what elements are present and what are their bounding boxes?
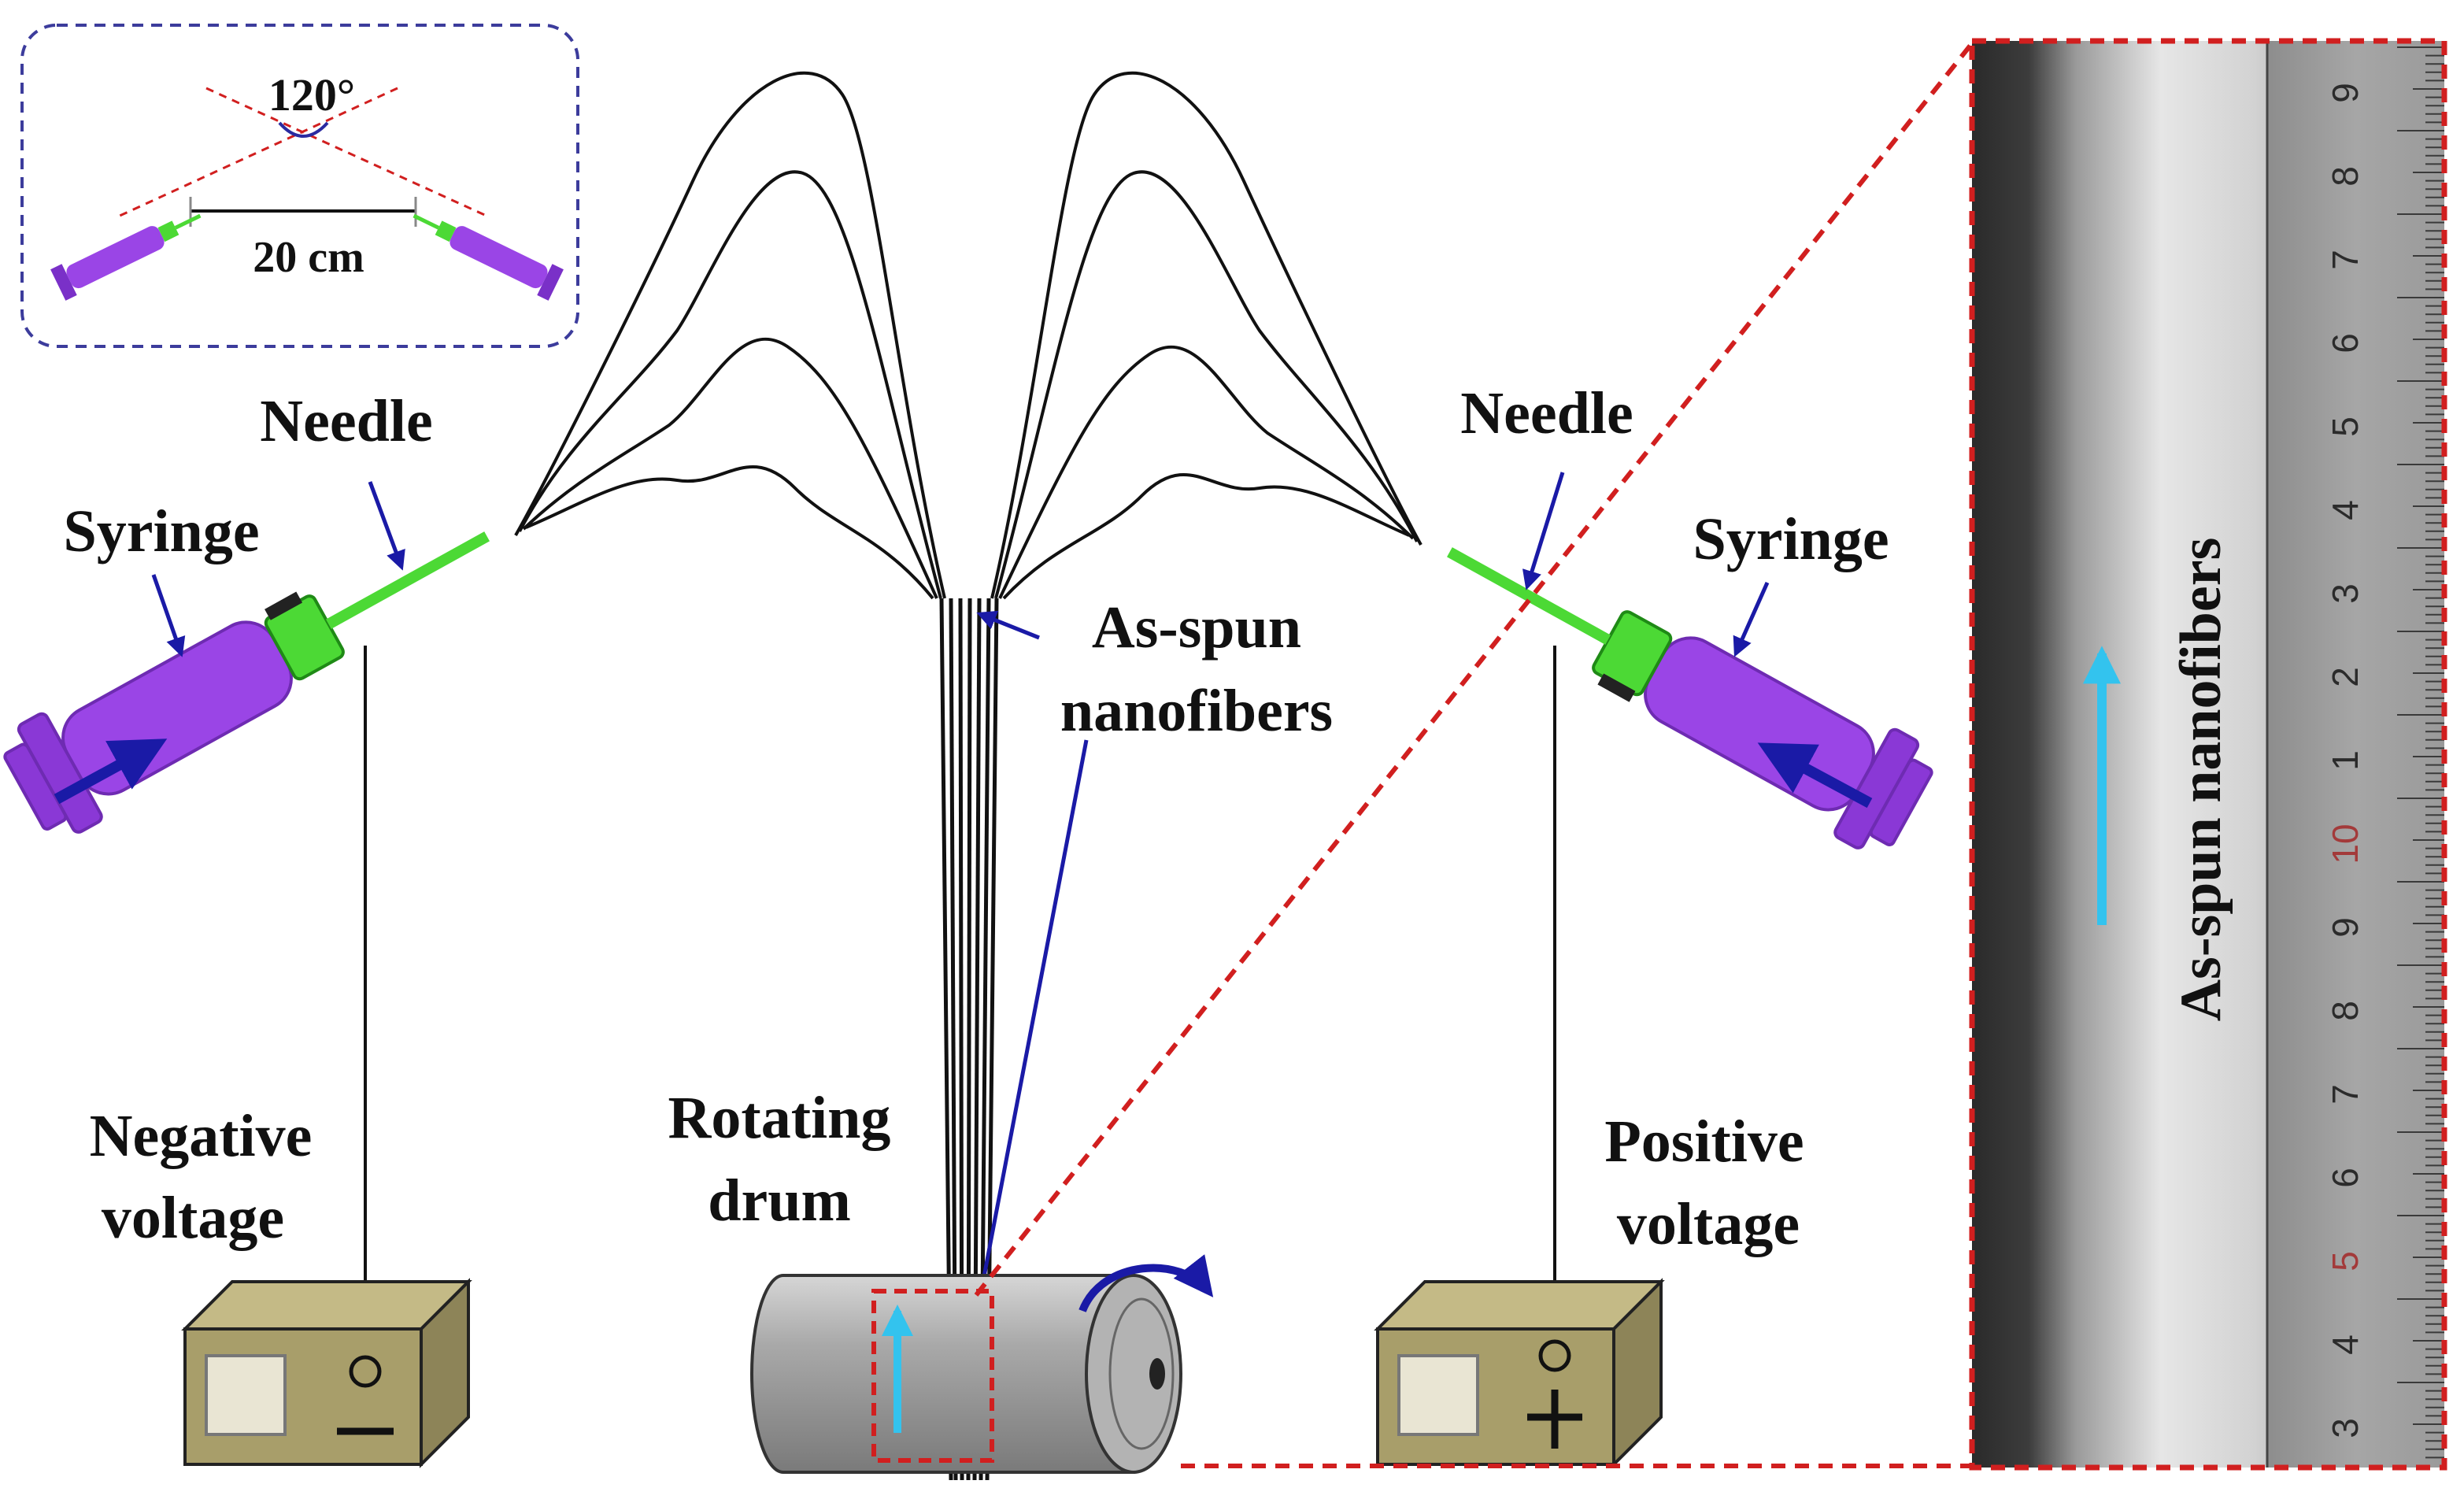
syringe-right-label: Syringe xyxy=(1693,506,1889,572)
inset-distance-label: 20 cm xyxy=(253,233,364,282)
needle-left-label: Needle xyxy=(260,388,432,454)
fiber-photo-panel: 9 8 7 6 5 4 3 2 1 10 9 8 7 6 5 4 3 As-spun nanofibers xyxy=(1969,38,2447,1471)
needle-left-arrow-icon xyxy=(368,481,405,571)
ruler-number: 8 xyxy=(2325,1001,2366,1021)
ruler-number: 9 xyxy=(2325,917,2366,938)
ruler-number: 3 xyxy=(2325,583,2366,604)
ruler-number: 4 xyxy=(2325,1334,2366,1355)
drum-axle-icon xyxy=(1149,1358,1165,1390)
ruler-ticks xyxy=(2397,46,2444,1459)
ruler-number: 1 xyxy=(2325,750,2366,771)
ruler-number: 3 xyxy=(2325,1418,2366,1438)
rotation-arrow-icon xyxy=(1078,1254,1214,1312)
ruler-numbers: 9 8 7 6 5 4 3 2 1 10 9 8 7 6 5 4 3 xyxy=(2325,83,2366,1438)
fibers-label-line1: As-spun xyxy=(1092,594,1301,661)
ruler-number: 6 xyxy=(2325,1168,2366,1188)
positive-voltage-label-line1: Positive xyxy=(1604,1109,1804,1175)
ruler-number: 10 xyxy=(2325,824,2366,864)
ruler xyxy=(2267,41,2444,1468)
needle-right-arrow-icon xyxy=(1522,472,1565,590)
plunger-arrow-right-icon xyxy=(1757,742,1873,809)
inset-syringe-left xyxy=(50,213,202,301)
plus-sign-icon xyxy=(1527,1390,1582,1449)
ruler-number: 6 xyxy=(2325,333,2366,353)
fibers-drum-arrow-icon xyxy=(965,739,1089,1342)
inset-syringe-right xyxy=(413,213,564,301)
fiber-jets xyxy=(514,71,1423,1481)
ruler-number: 5 xyxy=(2325,416,2366,437)
photo-label: As-spun nanofibers xyxy=(2169,538,2233,1022)
zoom-callout-lines xyxy=(974,42,1974,1468)
positive-voltage-label-line2: voltage xyxy=(1617,1191,1800,1257)
power-supply-positive xyxy=(1374,1278,1665,1468)
ruler-number: 9 xyxy=(2325,83,2366,103)
ruler-number: 7 xyxy=(2325,250,2366,270)
syringe-left-label: Syringe xyxy=(63,498,259,564)
ruler-number: 4 xyxy=(2325,500,2366,520)
ruler-number: 7 xyxy=(2325,1084,2366,1105)
drum-label-line2: drum xyxy=(708,1168,851,1234)
drum-label-line1: Rotating xyxy=(668,1085,891,1151)
rotating-drum xyxy=(750,1254,1214,1474)
negative-voltage-label-line1: Negative xyxy=(90,1103,313,1169)
ruler-number: 5 xyxy=(2325,1251,2366,1271)
negative-voltage-label-line2: voltage xyxy=(102,1185,284,1251)
fibers-label-line2: nanofibers xyxy=(1060,678,1333,744)
terminal-positive-icon xyxy=(1538,1339,1571,1372)
needle-right-label: Needle xyxy=(1460,380,1633,446)
leader-arrows xyxy=(151,472,1770,1342)
ruler-number: 8 xyxy=(2325,166,2366,187)
inset-panel: 120° 20 cm xyxy=(20,24,579,348)
syringe-right-arrow-icon xyxy=(1733,581,1770,657)
fibers-arrow-icon xyxy=(976,610,1040,640)
syringe-left-arrow-icon xyxy=(151,574,186,657)
terminal-negative-icon xyxy=(349,1355,382,1388)
power-supply-negative xyxy=(181,1278,472,1468)
plunger-arrow-left-icon xyxy=(54,738,168,805)
inset-angle-label: 120° xyxy=(268,69,355,120)
ruler-number: 2 xyxy=(2325,667,2366,687)
